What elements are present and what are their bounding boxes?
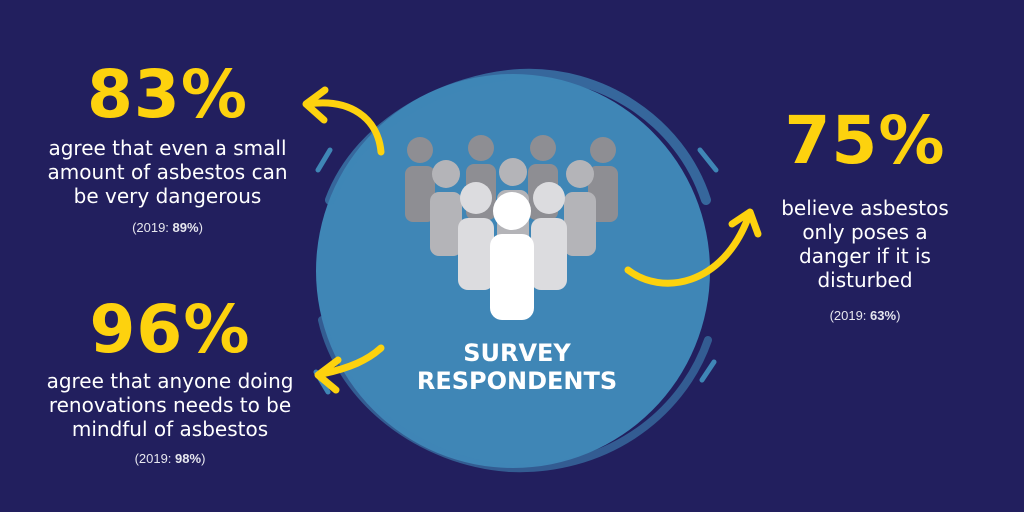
center-label-line-2: RESPONDENTS: [416, 366, 618, 395]
previous-year-value: (2019: 98%): [20, 451, 320, 466]
stat-description-line: danger if it is: [799, 244, 931, 268]
prev-prefix: (2019:: [134, 451, 176, 466]
stat-description: agree that anyone doing renovations need…: [20, 369, 320, 441]
stat-description-line: agree that anyone doing: [46, 369, 294, 393]
survey-respondents-label: SURVEY RESPONDENTS: [410, 339, 624, 395]
stat-description-line: be very dangerous: [73, 184, 262, 208]
people-group-icon: [405, 135, 618, 320]
stat-83-percent: 83% agree that even a small amount of as…: [20, 56, 315, 236]
stat-96-percent: 96% agree that anyone doing renovations …: [20, 291, 320, 467]
center-label-line-1: SURVEY: [463, 339, 571, 367]
stat-description-line: agree that even a small: [48, 136, 287, 160]
stat-description-line: amount of asbestos can: [47, 160, 288, 184]
arrow-to-75-icon: [624, 208, 762, 287]
stat-description: believe asbestos only poses a danger if …: [760, 196, 970, 292]
arrow-to-96-icon: [314, 344, 385, 394]
prev-value: 98%: [175, 451, 202, 466]
prev-prefix: (2019:: [132, 220, 173, 235]
stat-description-line: disturbed: [817, 268, 913, 292]
stat-description-line: only poses a: [802, 220, 928, 244]
prev-value: 63%: [870, 308, 897, 323]
prev-suffix: ): [896, 308, 901, 323]
stat-value: 96%: [89, 291, 251, 368]
stat-description-line: mindful of asbestos: [71, 417, 269, 441]
previous-year-value: (2019: 63%): [760, 308, 970, 323]
stat-value: 83%: [87, 56, 248, 133]
stat-75-percent: 75% believe asbestos only poses a danger…: [760, 102, 970, 324]
prev-suffix: ): [198, 220, 203, 235]
prev-suffix: ): [201, 451, 206, 466]
stat-description-line: believe asbestos: [781, 196, 949, 220]
prev-value: 89%: [172, 220, 199, 235]
stat-description: agree that even a small amount of asbest…: [20, 136, 315, 208]
prev-prefix: (2019:: [829, 308, 871, 323]
stat-description-line: renovations needs to be: [48, 393, 292, 417]
arrow-to-83-icon: [302, 86, 385, 156]
previous-year-value: (2019: 89%): [20, 220, 315, 235]
stat-value: 75%: [784, 102, 946, 179]
